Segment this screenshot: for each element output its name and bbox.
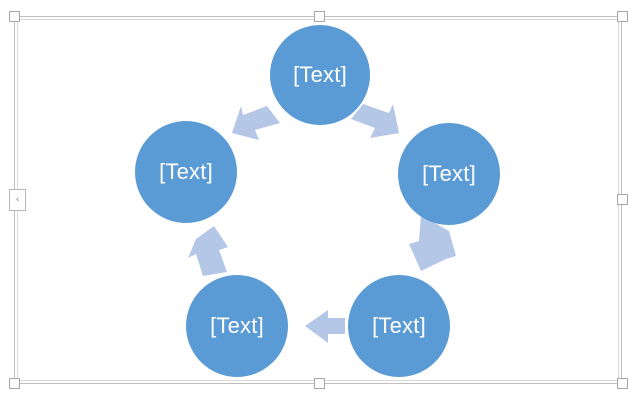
handle-top-center[interactable] xyxy=(314,11,325,22)
arrow-node1-to-node2[interactable] xyxy=(351,104,399,138)
handle-top-left[interactable] xyxy=(9,11,20,22)
handle-top-right[interactable] xyxy=(617,11,628,22)
cycle-node-2[interactable]: [Text] xyxy=(398,123,500,225)
cycle-node-1-label: [Text] xyxy=(293,62,347,87)
chevron-left-icon: ‹ xyxy=(15,194,20,205)
cycle-node-3[interactable]: [Text] xyxy=(348,275,450,377)
handle-bottom-left[interactable] xyxy=(9,378,20,389)
cycle-node-4[interactable]: [Text] xyxy=(186,275,288,377)
cycle-node-5-label: [Text] xyxy=(159,159,213,184)
cycle-node-2-label: [Text] xyxy=(422,161,476,186)
arrow-node5-to-node1[interactable] xyxy=(232,106,280,140)
handle-bottom-right[interactable] xyxy=(617,378,628,389)
text-pane-toggle-button[interactable]: ‹ xyxy=(9,189,26,211)
arrow-node4-to-node5[interactable] xyxy=(188,226,228,276)
handle-middle-right[interactable] xyxy=(617,194,628,205)
cycle-node-5[interactable]: [Text] xyxy=(135,121,237,223)
handle-bottom-center[interactable] xyxy=(314,378,325,389)
arrow-node3-to-node4[interactable] xyxy=(305,310,345,343)
arrow-node2-to-node3[interactable] xyxy=(409,215,456,271)
cycle-node-3-label: [Text] xyxy=(372,313,426,338)
cycle-node-1[interactable]: [Text] xyxy=(270,25,370,125)
cycle-node-4-label: [Text] xyxy=(210,313,264,338)
